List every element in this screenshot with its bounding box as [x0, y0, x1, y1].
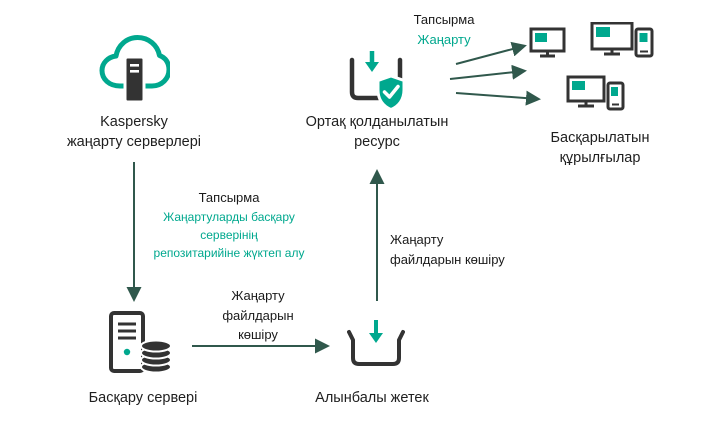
shared-resource-label: Ортақ қолданылатын ресурс: [287, 112, 467, 153]
managed-devices-icon-wrap: [528, 21, 668, 127]
kaspersky-update-servers-icon: [98, 30, 172, 111]
shared-resource-label-line2: ресурс: [354, 134, 400, 151]
admin-server-label: Басқару сервері: [58, 388, 228, 408]
managed-devices-label: Басқарылатын құрылғылар: [535, 128, 665, 169]
monitors-and-phones-icon: [529, 21, 654, 111]
update-task-title: Тапсырма: [413, 12, 475, 27]
arrow-share-to-device-3: [455, 90, 541, 106]
copy-to-share-label: Жаңарту файлдарын көшіру: [390, 230, 530, 269]
removable-drive-label: Алынбалы жетек: [292, 388, 452, 408]
kaspersky-label-line1: Kaspersky: [100, 114, 168, 130]
copy-to-drive-line3: көшіру: [238, 327, 278, 342]
download-task-label: Тапсырма Жаңартуларды басқару серверінің…: [150, 190, 308, 262]
admin-server-label-text: Басқару сервері: [88, 390, 198, 406]
update-task-label: Тапсырма Жаңарту: [384, 12, 504, 50]
update-task-detail: Жаңарту: [417, 32, 471, 47]
download-task-detail-line3: репозитарийіне жүктеп алу: [153, 246, 305, 260]
copy-to-drive-line2: файлдарын: [222, 307, 294, 323]
download-task-title: Тапсырма: [198, 190, 260, 205]
managed-devices-label-line1: Басқарылатын: [550, 130, 650, 146]
copy-to-drive-line1: Жаңарту: [231, 288, 285, 303]
arrow-share-to-device-2: [449, 64, 527, 80]
download-task-detail-line1: Жаңартуларды басқару: [163, 210, 295, 224]
server-database-icon: [109, 311, 172, 374]
managed-devices-label-line2: құрылғылар: [559, 150, 641, 167]
shared-resource-icon-wrap: [345, 50, 413, 119]
removable-drive-download-icon: [347, 320, 405, 366]
copy-to-share-line1: Жаңарту: [390, 232, 444, 247]
copy-to-drive-label: Жаңарту файлдарын көшіру: [213, 286, 303, 345]
removable-drive-label-text: Алынбалы жетек: [315, 390, 429, 406]
kaspersky-label-line2: жаңарту серверлері: [66, 134, 202, 151]
shared-resource-label-line1: Ортақ қолданылатын: [305, 114, 449, 130]
removable-drive-icon-wrap: [347, 318, 405, 375]
admin-server-icon-wrap: [104, 310, 176, 381]
shared-resource-shield-check-icon: [349, 51, 406, 112]
copy-to-share-line2: файлдарын көшіру: [390, 251, 505, 267]
kaspersky-update-servers-label: Kaspersky жаңарту серверлері: [44, 112, 224, 153]
cloud-server-icon: [99, 35, 172, 104]
download-task-detail-line2: серверінің: [200, 228, 258, 242]
